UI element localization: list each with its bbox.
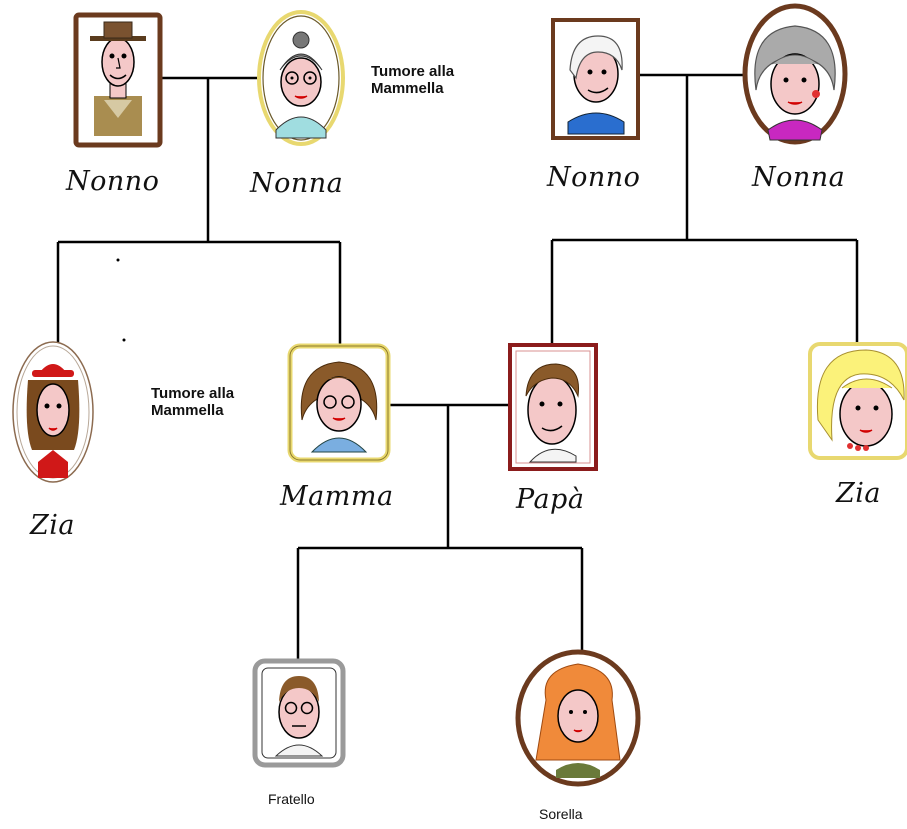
note-nonna-maternal-line1: Tumore alla <box>371 63 455 80</box>
portrait-nonno-paternal <box>551 18 640 140</box>
label-zia-paternal: Zia <box>836 478 881 509</box>
portrait-nonna-maternal <box>257 10 345 146</box>
note-nonna-maternal: Tumore alla Mammella <box>371 63 454 97</box>
portrait-zia-paternal <box>808 342 907 460</box>
label-zia-maternal: Zia <box>30 510 75 541</box>
label-nonna-maternal: Nonna <box>250 168 344 199</box>
connector-lines <box>56 73 859 660</box>
label-nonno-paternal: Nonno <box>547 162 641 193</box>
label-nonna-paternal: Nonna <box>752 162 846 193</box>
note-mamma-line1: Tumore alla <box>151 385 235 402</box>
note-mamma-line2: Mammella <box>151 402 224 419</box>
label-sorella: Sorella <box>539 806 583 822</box>
portrait-papa <box>508 343 598 471</box>
label-papa: Papà <box>516 484 585 515</box>
label-fratello: Fratello <box>268 791 315 807</box>
portrait-nonna-paternal <box>742 3 848 145</box>
portrait-sorella <box>515 649 641 787</box>
label-nonno-maternal: Nonno <box>66 166 160 197</box>
portrait-mamma <box>287 343 391 463</box>
portrait-zia-maternal <box>12 341 94 483</box>
label-mamma: Mamma <box>280 481 394 512</box>
stray-dot <box>122 338 126 342</box>
portrait-nonno-maternal <box>73 12 163 148</box>
note-nonna-maternal-line2: Mammella <box>371 80 444 97</box>
stray-dot <box>116 258 120 262</box>
portrait-fratello <box>252 658 346 768</box>
note-mamma: Tumore alla Mammella <box>151 385 234 419</box>
